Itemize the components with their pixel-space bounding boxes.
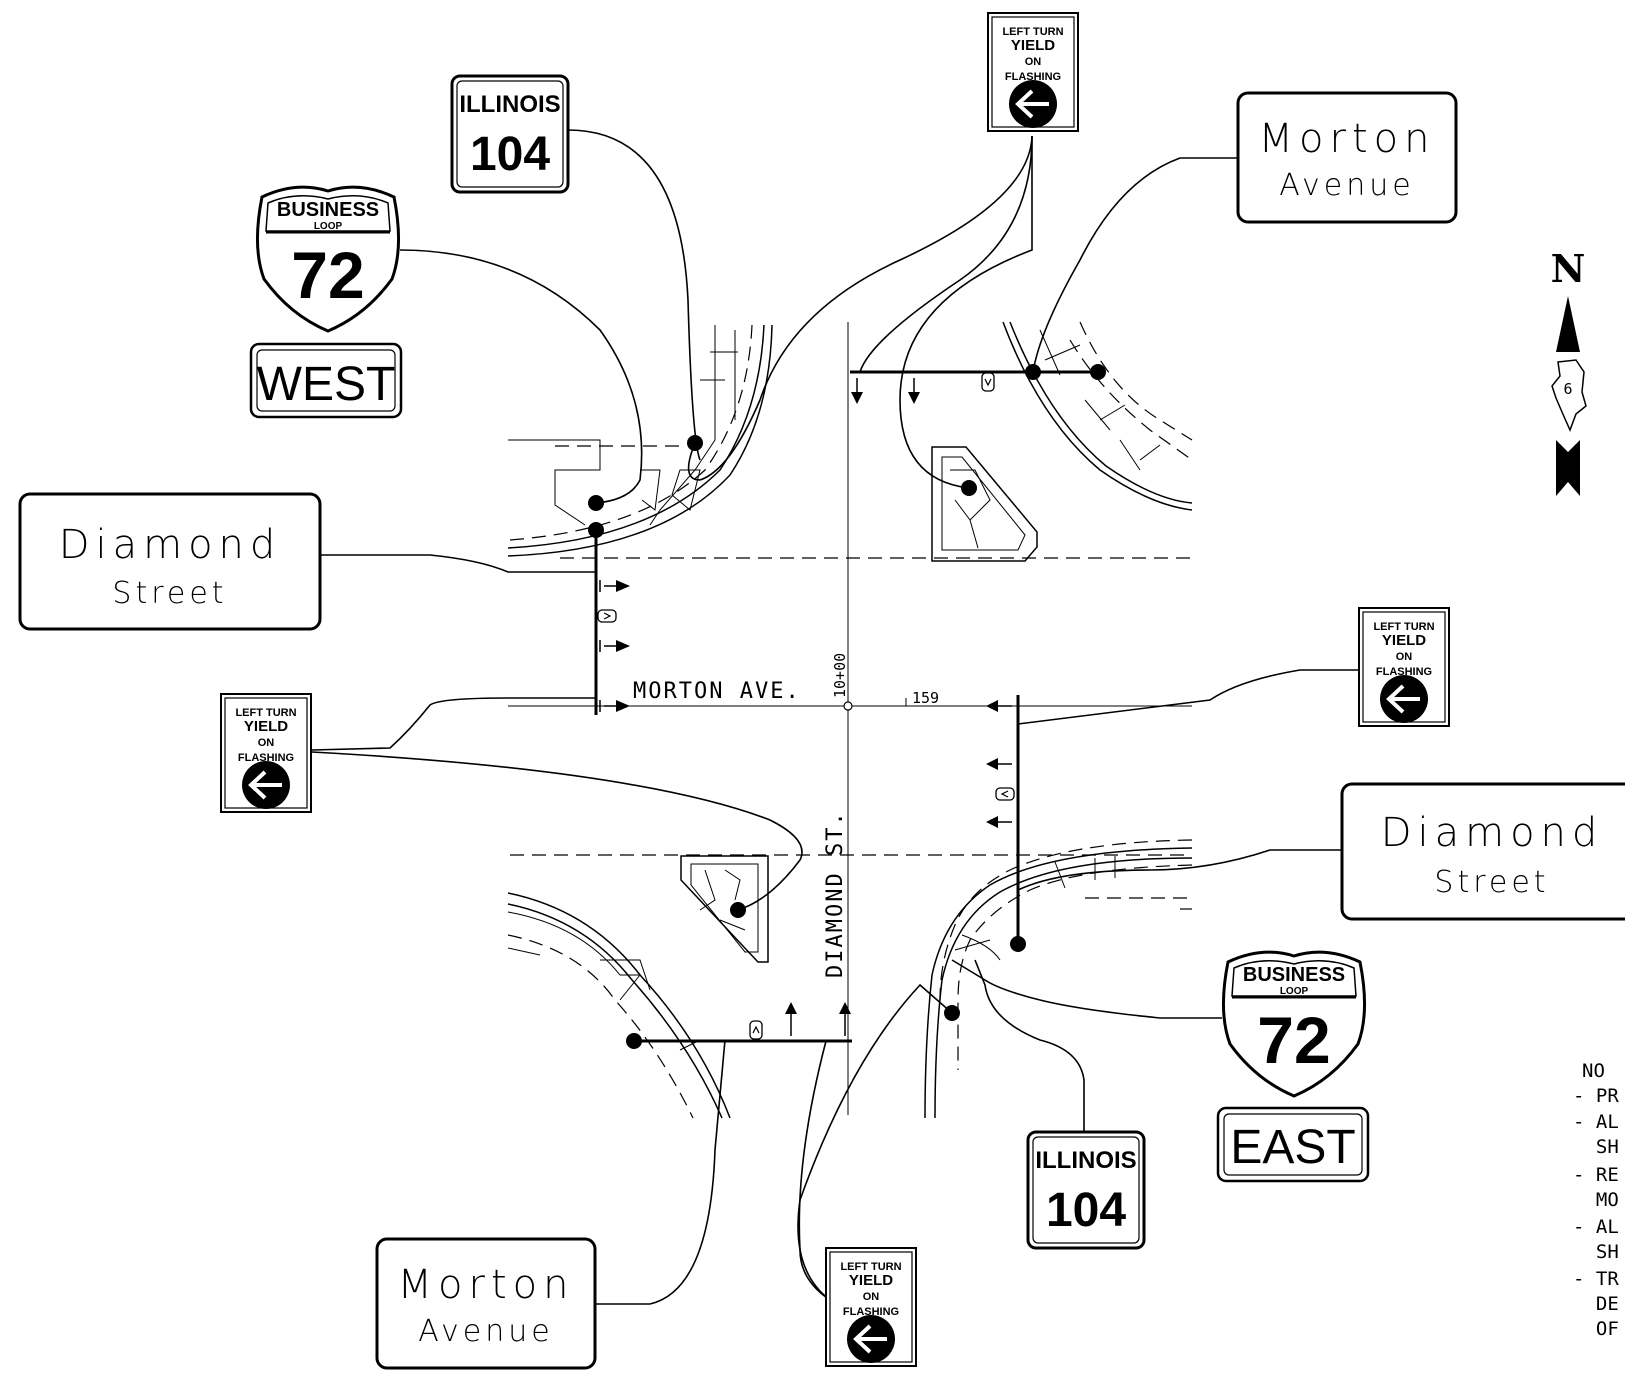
bl-label-west: BUSINESS	[277, 199, 379, 221]
lt-south-line2: YIELD	[849, 1272, 893, 1289]
diamond-st-label: DIAMOND ST.	[823, 810, 848, 978]
left-turn-sign-east: LEFT TURN YIELD ON FLASHING	[1357, 606, 1451, 728]
il-number-south: 104	[1046, 1184, 1126, 1237]
lt-east-line3: ON	[1396, 651, 1413, 663]
lt-north-line2: YIELD	[1011, 37, 1055, 54]
guide-morton-south-line2: Avenue	[418, 1314, 553, 1349]
lt-south-line4: FLASHING	[843, 1306, 899, 1318]
morton-ave-label: MORTON AVE.	[633, 679, 801, 704]
station-offset-label: 159	[912, 689, 939, 707]
roadway-geometry	[507, 321, 1193, 1119]
notes-block: NO - PR - AL SH - RE MO - AL SH - TR DE …	[1573, 1060, 1619, 1340]
note-line: MO	[1573, 1189, 1619, 1211]
lt-west-line1: LEFT TURN	[235, 707, 296, 719]
business-loop-72-east: BUSINESS LOOP 72	[1221, 950, 1367, 1098]
guide-diamond-west-line1: Diamond	[59, 522, 282, 568]
guide-morton-north-line2: Avenue	[1279, 168, 1414, 203]
guide-sign-morton-north: Morton Avenue	[1236, 91, 1458, 224]
bl-number-east: 72	[1257, 1003, 1330, 1077]
left-turn-sign-west: LEFT TURN YIELD ON FLASHING	[219, 692, 313, 814]
guide-morton-north-line1: Morton	[1259, 116, 1436, 162]
guide-sign-diamond-west: Diamond Street	[18, 492, 322, 631]
district-label: 6	[1563, 380, 1572, 398]
bl-loop-east: LOOP	[1280, 986, 1309, 997]
guide-diamond-east-line2: Street	[1434, 865, 1549, 900]
lt-west-line2: YIELD	[244, 718, 288, 735]
guide-sign-diamond-east: Diamond Street	[1340, 782, 1625, 921]
bl-label-east: BUSINESS	[1243, 964, 1345, 986]
business-loop-72-west: BUSINESS LOOP 72	[255, 185, 401, 333]
lt-south-line3: ON	[863, 1291, 880, 1303]
north-arrow-icon	[1556, 296, 1580, 352]
note-line: - TR	[1573, 1268, 1619, 1290]
il-label-north: ILLINOIS	[459, 91, 560, 118]
guide-sign-morton-south: Morton Avenue	[375, 1237, 597, 1370]
illinois-104-sign-south: ILLINOIS 104	[1026, 1130, 1146, 1250]
lt-south-line1: LEFT TURN	[840, 1261, 901, 1273]
note-line: - AL	[1573, 1111, 1619, 1133]
guide-morton-south-line1: Morton	[398, 1262, 575, 1308]
lt-west-line4: FLASHING	[238, 752, 294, 764]
lt-east-line2: YIELD	[1382, 632, 1426, 649]
note-line: SH	[1573, 1241, 1619, 1263]
lt-east-line4: FLASHING	[1376, 666, 1432, 678]
note-line: - AL	[1573, 1216, 1619, 1238]
il-number-north: 104	[470, 128, 550, 181]
il-label-south: ILLINOIS	[1035, 1147, 1136, 1174]
notes-heading: NO	[1582, 1060, 1605, 1082]
left-turn-sign-south: LEFT TURN YIELD ON FLASHING	[824, 1246, 918, 1368]
bl-loop-west: LOOP	[314, 221, 343, 232]
lt-north-line1: LEFT TURN	[1002, 26, 1063, 38]
direction-east-plaque: EAST	[1216, 1106, 1370, 1183]
north-label: N	[1551, 246, 1586, 291]
note-line: - PR	[1573, 1085, 1619, 1107]
lt-west-line3: ON	[258, 737, 275, 749]
dir-east-text: EAST	[1230, 1121, 1355, 1174]
guide-diamond-east-line1: Diamond	[1381, 810, 1604, 856]
lt-north-line3: ON	[1025, 56, 1042, 68]
lt-north-line4: FLASHING	[1005, 71, 1061, 83]
left-turn-sign-north: LEFT TURN YIELD ON FLASHING	[986, 11, 1080, 133]
signal-mast-arms	[588, 364, 1106, 1049]
note-line: OF	[1573, 1318, 1619, 1340]
direction-west-plaque: WEST	[249, 342, 403, 419]
dir-west-text: WEST	[257, 358, 396, 411]
station-label: 10+00	[831, 653, 849, 698]
bl-number-west: 72	[291, 238, 364, 312]
north-arrow: N 6	[1551, 246, 1587, 496]
lt-east-line1: LEFT TURN	[1373, 621, 1434, 633]
note-line: DE	[1573, 1293, 1619, 1315]
guide-diamond-west-line2: Street	[112, 576, 227, 611]
illinois-outline-icon	[1551, 359, 1587, 432]
leader-lines	[311, 129, 1360, 1305]
note-line: SH	[1573, 1136, 1619, 1158]
illinois-104-sign-north: ILLINOIS 104	[450, 74, 570, 194]
note-line: - RE	[1573, 1164, 1619, 1186]
